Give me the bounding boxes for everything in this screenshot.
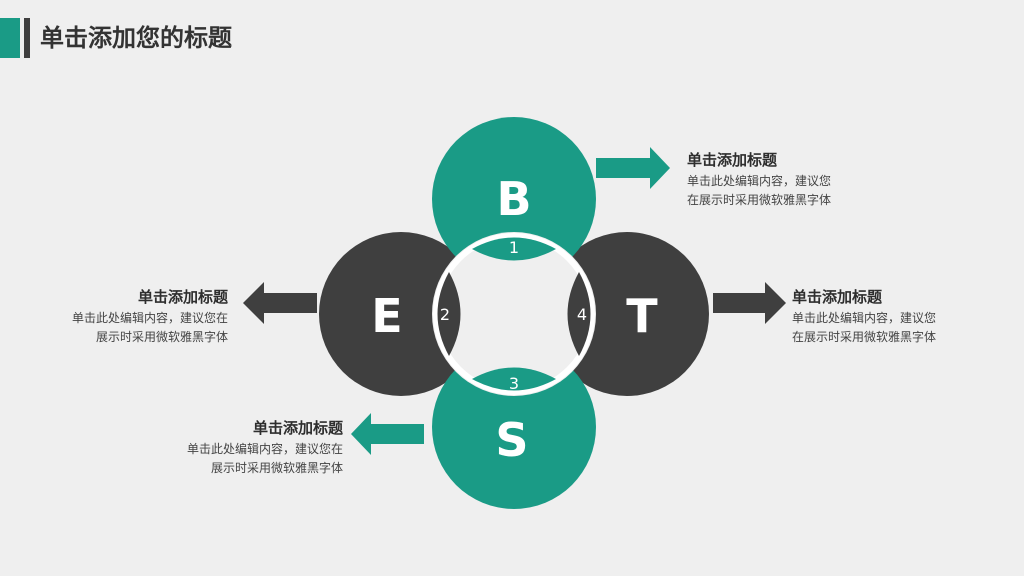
center-disc (432, 232, 596, 396)
letter-e: E (371, 289, 402, 343)
center-ring (433, 233, 595, 395)
block-description: 单击此处编辑内容，建议您在 展示时采用微软雅黑字体 (71, 311, 228, 344)
lens-left (437, 272, 461, 356)
number-1: 1 (509, 238, 519, 257)
circle-top (432, 117, 596, 281)
arrow-left (243, 282, 317, 324)
arrow-bottom-left (351, 413, 424, 455)
text-block-bottom-left: 单击添加标题 单击此处编辑内容，建议您在 展示时采用微软雅黑字体 (143, 418, 343, 478)
circle-bottom (432, 345, 596, 509)
title-dark-bar (24, 18, 30, 58)
circle-right (545, 232, 709, 396)
block-description: 单击此处编辑内容，建议您在 展示时采用微软雅黑字体 (186, 442, 343, 475)
text-block-right: 单击添加标题 单击此处编辑内容，建议您 在展示时采用微软雅黑字体 (792, 287, 992, 347)
lens-right (567, 272, 591, 356)
title-accent-bar (0, 18, 20, 58)
block-heading: 单击添加标题 (792, 288, 883, 306)
lens-top (472, 237, 556, 261)
number-2: 2 (440, 305, 450, 324)
letter-t: T (626, 289, 658, 343)
text-block-left: 单击添加标题 单击此处编辑内容，建议您在 展示时采用微软雅黑字体 (28, 287, 228, 347)
letter-s: S (495, 413, 528, 467)
number-4: 4 (577, 305, 587, 324)
block-heading: 单击添加标题 (137, 288, 228, 306)
circle-left (319, 232, 483, 396)
block-heading: 单击添加标题 (687, 151, 778, 169)
block-heading: 单击添加标题 (252, 419, 343, 437)
page-title: 单击添加您的标题 (40, 24, 232, 52)
arrow-right (713, 282, 786, 324)
lens-bottom (472, 367, 556, 391)
number-3: 3 (509, 374, 519, 393)
block-description: 单击此处编辑内容，建议您 在展示时采用微软雅黑字体 (687, 174, 832, 207)
block-description: 单击此处编辑内容，建议您 在展示时采用微软雅黑字体 (792, 311, 937, 344)
letter-b: B (496, 172, 531, 226)
text-block-top-right: 单击添加标题 单击此处编辑内容，建议您 在展示时采用微软雅黑字体 (687, 150, 887, 210)
arrow-top-right (596, 147, 670, 189)
